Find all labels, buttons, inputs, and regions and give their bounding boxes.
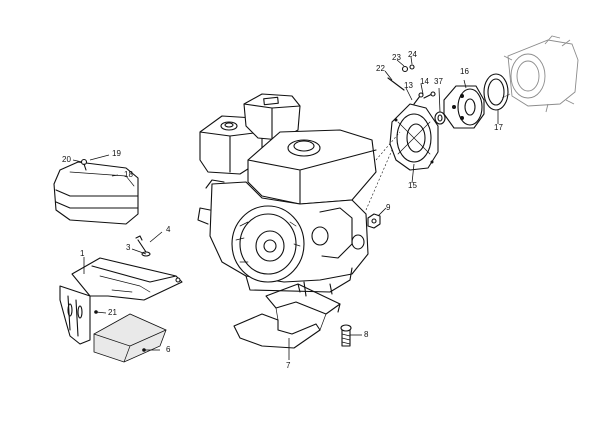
- callout-9: 9: [386, 203, 391, 212]
- rubber-pad-part: [93, 313, 167, 363]
- callout-16: 16: [460, 67, 469, 76]
- callout-22: 22: [376, 64, 385, 73]
- nut-part: [367, 213, 381, 229]
- seal-ring-part: [483, 73, 509, 111]
- callout-37: 37: [434, 77, 443, 86]
- callout-6: 6: [166, 345, 171, 354]
- spacer-part: [434, 111, 446, 125]
- bracket-part: [59, 257, 183, 345]
- callout-17: 17: [494, 123, 503, 132]
- base-plate-part: [233, 283, 341, 349]
- callout-24: 24: [408, 50, 417, 59]
- callout-15: 15: [408, 181, 417, 190]
- callout-4: 4: [166, 225, 171, 234]
- callout-13: 13: [404, 81, 413, 90]
- callout-18: 18: [124, 170, 133, 179]
- callout-14: 14: [420, 77, 429, 86]
- callout-1: 1: [80, 249, 85, 258]
- muffler-cover-part: [53, 158, 139, 225]
- pump-housing-part: [501, 35, 579, 113]
- impeller-part: [443, 85, 485, 129]
- leader-lines: [72, 56, 499, 360]
- callout-21: 21: [108, 308, 117, 317]
- callout-8: 8: [364, 330, 369, 339]
- callout-19: 19: [112, 149, 121, 158]
- callout-7: 7: [286, 361, 291, 370]
- mount-bolt-part: [340, 324, 352, 347]
- callout-3: 3: [126, 243, 131, 252]
- callout-23: 23: [392, 53, 401, 62]
- callout-20: 20: [62, 155, 71, 164]
- fasteners-upper: [387, 64, 436, 105]
- engine-assembly: [197, 93, 401, 297]
- adapter-flange-part: [389, 103, 439, 171]
